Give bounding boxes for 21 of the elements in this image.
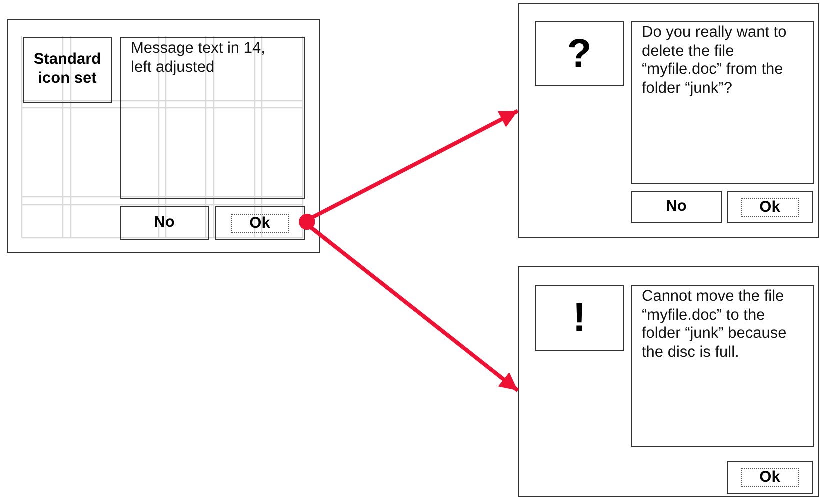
icon-label: Standard icon set — [32, 51, 102, 89]
icon-box — [535, 285, 624, 351]
message-text: Do you really want to delete the file “myfile.doc” from the folder “junk”? — [641, 23, 788, 98]
message-area — [631, 21, 814, 184]
dialog-button: Ok — [727, 461, 813, 494]
dialog-button: Ok — [727, 191, 813, 223]
dialog-button: No — [120, 206, 209, 240]
icon-box — [535, 21, 624, 86]
dialog-button: No — [631, 191, 722, 223]
dialog-button: Ok — [215, 206, 305, 240]
message-text: Cannot move the file “myfile.doc” to the folder “junk” because the disc is full. — [641, 287, 788, 362]
message-area — [631, 285, 814, 447]
message-text: Message text in 14, left adjusted — [130, 39, 266, 78]
dialog-window — [518, 266, 819, 497]
dialog-window — [7, 19, 320, 253]
arrow — [299, 214, 520, 392]
icon-glyph: ! — [572, 298, 586, 338]
dialog-window — [518, 3, 819, 238]
icon-glyph: ? — [567, 34, 592, 74]
icon-placeholder-box — [23, 37, 112, 103]
message-area — [120, 37, 305, 199]
